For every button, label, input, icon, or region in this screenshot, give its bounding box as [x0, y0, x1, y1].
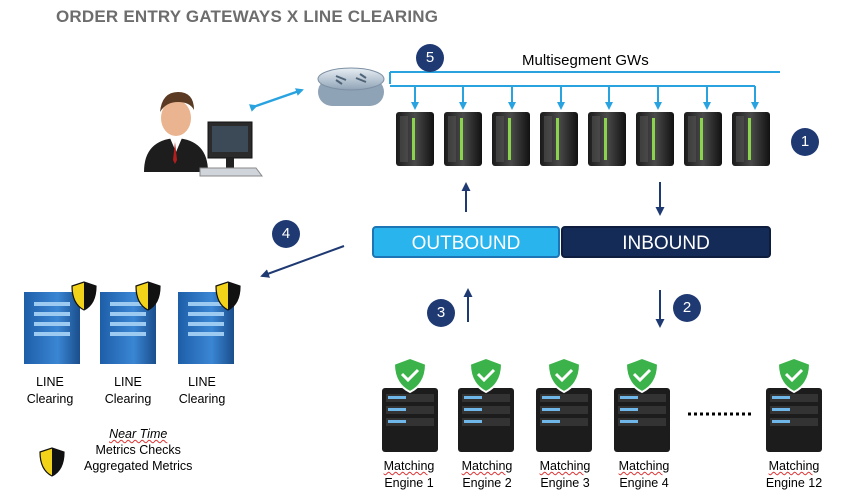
step-badge-1: 1: [791, 128, 819, 156]
gateway-server: [588, 112, 626, 166]
clearing-label-line2: Clearing: [26, 392, 74, 406]
matching-engine-server: [536, 356, 592, 452]
clearing-server: [100, 281, 161, 364]
shield-icon: [39, 447, 65, 477]
step-badge-5: 5: [416, 44, 444, 72]
gateway-bus: [389, 71, 780, 110]
engine-label: Matching Engine 1: [372, 458, 446, 492]
gateway-server: [540, 112, 578, 166]
clearing-server: [24, 281, 97, 364]
clearing-label-line1: LINE: [188, 375, 216, 389]
engine-label-line2: Engine 2: [462, 476, 512, 490]
matching-engine-server: [614, 356, 670, 452]
legend-aggregated-metrics: Aggregated Metrics: [84, 459, 193, 473]
arrow-to-clearing: [260, 245, 345, 278]
engine-label-line1: Matching: [768, 459, 820, 473]
engine-label-line2: Engine 12: [765, 476, 823, 490]
engine-label-line2: Engine 4: [619, 476, 669, 490]
matching-engine-server: [458, 356, 514, 452]
step-badge-2: 2: [673, 294, 701, 322]
engine-label-line1: Matching: [539, 459, 591, 473]
gateway-server: [684, 112, 722, 166]
engine-label: Matching Engine 3: [528, 458, 602, 492]
engine-label-line1: Matching: [618, 459, 670, 473]
clearing-label-line1: LINE: [114, 375, 142, 389]
engine-label: Matching Engine 2: [450, 458, 524, 492]
gateway-server: [396, 112, 434, 166]
engine-label-line2: Engine 3: [540, 476, 590, 490]
engine-label: Matching Engine 4: [607, 458, 681, 492]
clearing-label: LINE Clearing: [96, 374, 160, 408]
engine-label-line1: Matching: [461, 459, 513, 473]
clearing-servers: [24, 281, 241, 364]
router-icon: [317, 67, 385, 106]
clearing-label: LINE Clearing: [170, 374, 234, 408]
engine-label-line2: Engine 1: [384, 476, 434, 490]
multisegment-label: Multisegment GWs: [522, 52, 649, 69]
inbound-box: INBOUND: [561, 226, 771, 258]
clearing-label-line2: Clearing: [178, 392, 226, 406]
legend-text: Near Time Metrics Checks Aggregated Metr…: [84, 426, 192, 474]
clearing-label-line2: Clearing: [104, 392, 152, 406]
gateway-server: [636, 112, 674, 166]
diagram-title: ORDER ENTRY GATEWAYS X LINE CLEARING: [56, 7, 439, 26]
gateway-server: [492, 112, 530, 166]
clearing-server: [178, 281, 241, 364]
clearing-label: LINE Clearing: [18, 374, 82, 408]
gateway-servers: [396, 112, 770, 166]
gateway-server: [732, 112, 770, 166]
matching-engines: [382, 356, 822, 452]
step-badge-3: 3: [427, 299, 455, 327]
outbound-box: OUTBOUND: [372, 226, 560, 258]
matching-engine-server: [382, 356, 438, 452]
engine-label-line1: Matching: [383, 459, 435, 473]
legend-near-time: Near Time: [109, 427, 168, 441]
engine-label: Matching Engine 12: [756, 458, 832, 492]
clearing-label-line1: LINE: [36, 375, 64, 389]
legend-metrics-checks: Metrics Checks: [95, 443, 181, 457]
gateway-server: [444, 112, 482, 166]
matching-engine-server: [766, 356, 822, 452]
user-router-link: [249, 88, 304, 112]
step-badge-4: 4: [272, 220, 300, 248]
user-desk-icon: [144, 92, 263, 177]
